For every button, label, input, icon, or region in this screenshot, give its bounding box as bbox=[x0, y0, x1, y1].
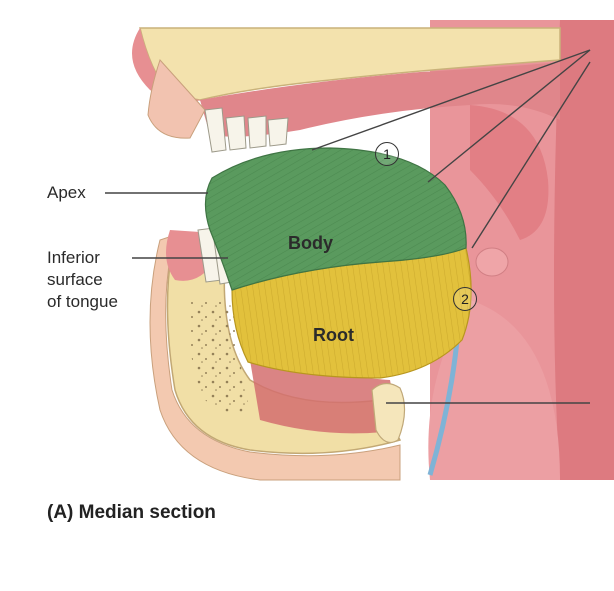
leader-lines bbox=[105, 49, 591, 404]
upper-lip-outer bbox=[147, 59, 206, 139]
mandible-spongy-bone bbox=[189, 300, 250, 414]
figure-caption: (A) Median section bbox=[47, 502, 216, 523]
lingual-tonsil bbox=[475, 247, 509, 277]
inferior-surface-label-line2: surface bbox=[47, 270, 103, 289]
tongue-body-label: Body bbox=[288, 233, 333, 253]
inferior-surface-label-line3: of tongue bbox=[47, 292, 118, 311]
apex-label: Apex bbox=[47, 183, 86, 202]
inferior-surface-label-line1: Inferior bbox=[47, 248, 100, 267]
posterior-wall bbox=[554, 20, 614, 480]
palate-mucosa bbox=[200, 62, 560, 137]
upper-lip bbox=[132, 28, 200, 104]
upper-teeth bbox=[204, 107, 289, 153]
vessel bbox=[427, 329, 461, 476]
epiglottis-fold bbox=[428, 300, 560, 480]
soft-palate bbox=[470, 105, 549, 240]
marker-2: 2 bbox=[453, 287, 477, 311]
chin-tissue bbox=[149, 234, 401, 481]
tongue-root-label: Root bbox=[313, 325, 354, 345]
hyoid-bone bbox=[371, 382, 406, 443]
marker-1: 1 bbox=[375, 142, 399, 166]
